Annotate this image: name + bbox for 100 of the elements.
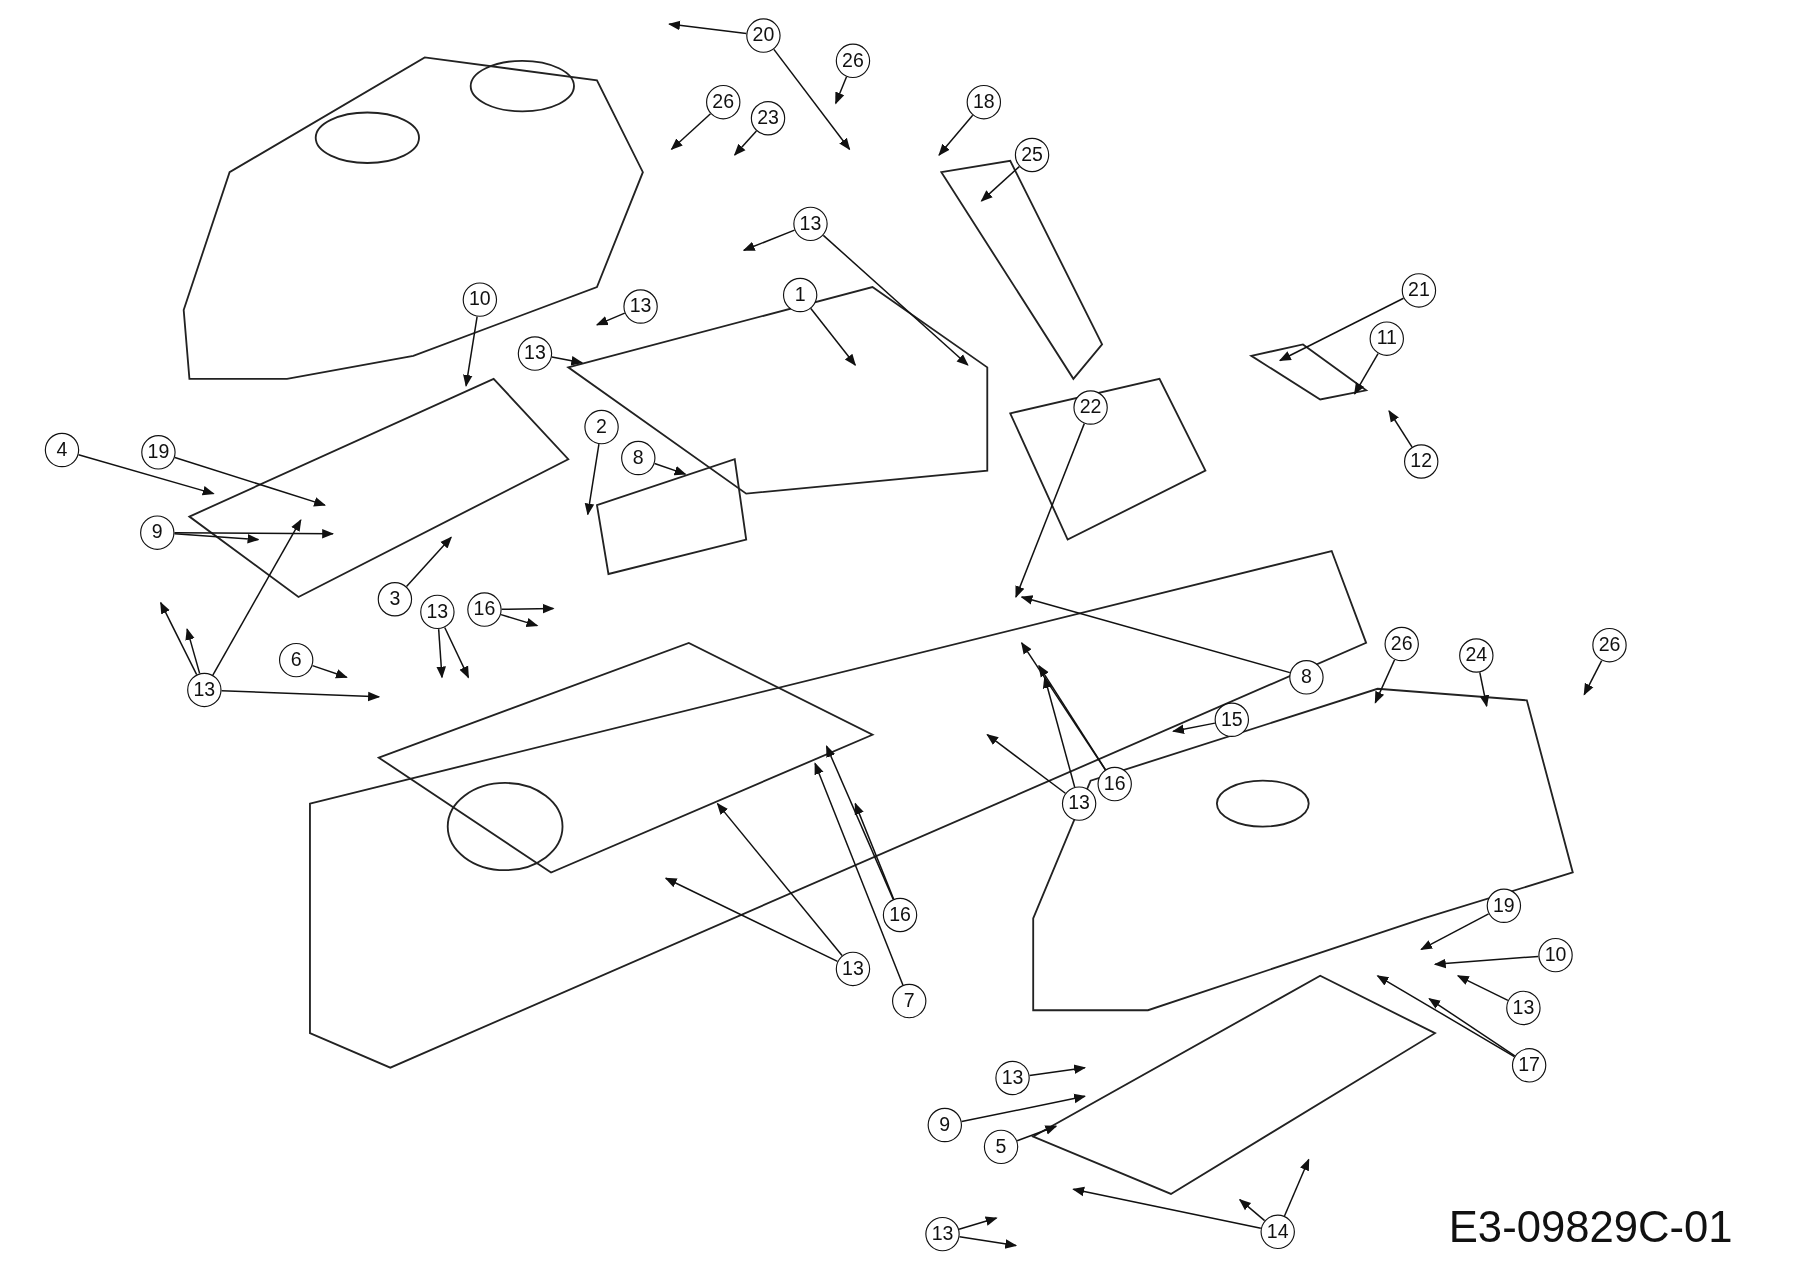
callout-number: 10 <box>462 282 498 317</box>
callout-number: 13 <box>995 1060 1030 1096</box>
leader-line <box>668 20 748 35</box>
leader-line <box>463 315 478 387</box>
leader-line <box>500 613 539 628</box>
leader-line <box>220 689 381 702</box>
callout-number: 13 <box>517 336 553 371</box>
callout-number: 14 <box>1260 1214 1295 1249</box>
leader-line <box>1038 664 1107 771</box>
leader-line <box>1388 410 1413 448</box>
leader-line <box>584 443 600 516</box>
callout-number: 7 <box>892 983 927 1019</box>
leader-line <box>1583 659 1603 696</box>
callout-number: 13 <box>835 951 871 987</box>
callout-number: 8 <box>621 440 656 476</box>
leader-line <box>185 627 201 675</box>
callout-number: 3 <box>377 582 413 617</box>
leader-line <box>1283 1158 1310 1217</box>
leader-line <box>1020 595 1291 674</box>
callout-number: 13 <box>925 1216 960 1252</box>
leader-line <box>1376 975 1516 1058</box>
leader-line <box>1479 671 1490 708</box>
leader-line <box>653 462 687 476</box>
callout-number: 10 <box>1538 937 1573 973</box>
leader-line <box>1238 1198 1266 1222</box>
callout-number: 9 <box>927 1107 962 1143</box>
leader-line <box>1433 955 1540 969</box>
callout-number: 2 <box>584 409 619 445</box>
callout-number: 1 <box>782 277 818 313</box>
leader-line <box>854 802 895 900</box>
leader-line <box>77 453 215 496</box>
callout-number: 13 <box>420 594 455 630</box>
callout-number: 13 <box>793 206 828 242</box>
callout-number: 16 <box>467 592 502 627</box>
leader-line <box>1353 352 1379 395</box>
leader-line <box>825 745 894 900</box>
leader-line <box>595 312 626 326</box>
callout-number: 26 <box>706 84 741 120</box>
callout-number: 20 <box>746 18 781 53</box>
callout-number: 13 <box>1061 786 1097 821</box>
leader-line <box>159 601 198 676</box>
callout-number: 19 <box>1486 888 1522 923</box>
leader-line <box>1428 998 1516 1057</box>
callout-number: 23 <box>750 101 786 136</box>
leader-line <box>405 536 452 588</box>
leader-line <box>212 519 302 676</box>
leader-line <box>1278 297 1405 362</box>
leader-line <box>733 130 758 156</box>
leader-line <box>1374 659 1396 704</box>
leader-line <box>1072 1186 1262 1229</box>
leader-line <box>1172 722 1216 734</box>
leader-line <box>1016 1125 1058 1142</box>
leader-line <box>986 733 1067 794</box>
leader-line <box>1015 422 1086 599</box>
callout-number: 16 <box>1097 766 1132 802</box>
leader-line <box>810 307 856 366</box>
leader-line <box>670 113 712 151</box>
leader-line <box>742 229 796 251</box>
callout-number: 13 <box>187 672 222 708</box>
leader-line <box>1028 1064 1087 1077</box>
callout-number: 26 <box>1384 626 1419 662</box>
callout-number: 22 <box>1073 390 1108 425</box>
leader-line <box>1042 676 1076 788</box>
leader-line <box>958 1236 1018 1249</box>
leader-line <box>173 528 335 539</box>
callout-number: 25 <box>1014 137 1050 173</box>
leader-line <box>814 762 904 986</box>
callout-number: 13 <box>1506 990 1541 1026</box>
leader-line <box>1420 913 1490 951</box>
callout-number: 11 <box>1369 321 1404 356</box>
leader-line <box>311 664 348 679</box>
callout-number: 6 <box>278 642 314 678</box>
callout-number: 9 <box>140 515 175 550</box>
callout-number: 15 <box>1214 702 1249 737</box>
callout-number: 18 <box>966 84 1002 120</box>
leader-line <box>500 603 555 614</box>
drawing-number: E3-09829C-01 <box>1448 1203 1733 1253</box>
callout-number: 13 <box>623 289 658 324</box>
callout-number: 21 <box>1401 273 1437 308</box>
leader-line <box>938 114 974 156</box>
callout-number: 19 <box>141 435 176 470</box>
leader-line <box>980 165 1021 202</box>
leader-line <box>173 533 260 544</box>
leader-line <box>436 628 446 679</box>
leader-line <box>664 877 839 963</box>
leader-line <box>822 234 969 366</box>
leader-line <box>174 456 326 507</box>
leader-line <box>444 626 470 679</box>
leader-line <box>960 1093 1087 1123</box>
callout-number: 26 <box>835 43 871 79</box>
leader-line <box>716 802 843 957</box>
leader-line <box>835 76 848 105</box>
callout-number: 12 <box>1404 444 1439 479</box>
callout-number: 17 <box>1511 1048 1547 1083</box>
callout-number: 24 <box>1459 638 1494 673</box>
leader-line <box>1020 641 1107 771</box>
leader-line <box>1456 975 1509 1002</box>
leader-line <box>958 1216 998 1230</box>
leader-line <box>773 48 851 151</box>
callout-number: 26 <box>1592 627 1627 663</box>
